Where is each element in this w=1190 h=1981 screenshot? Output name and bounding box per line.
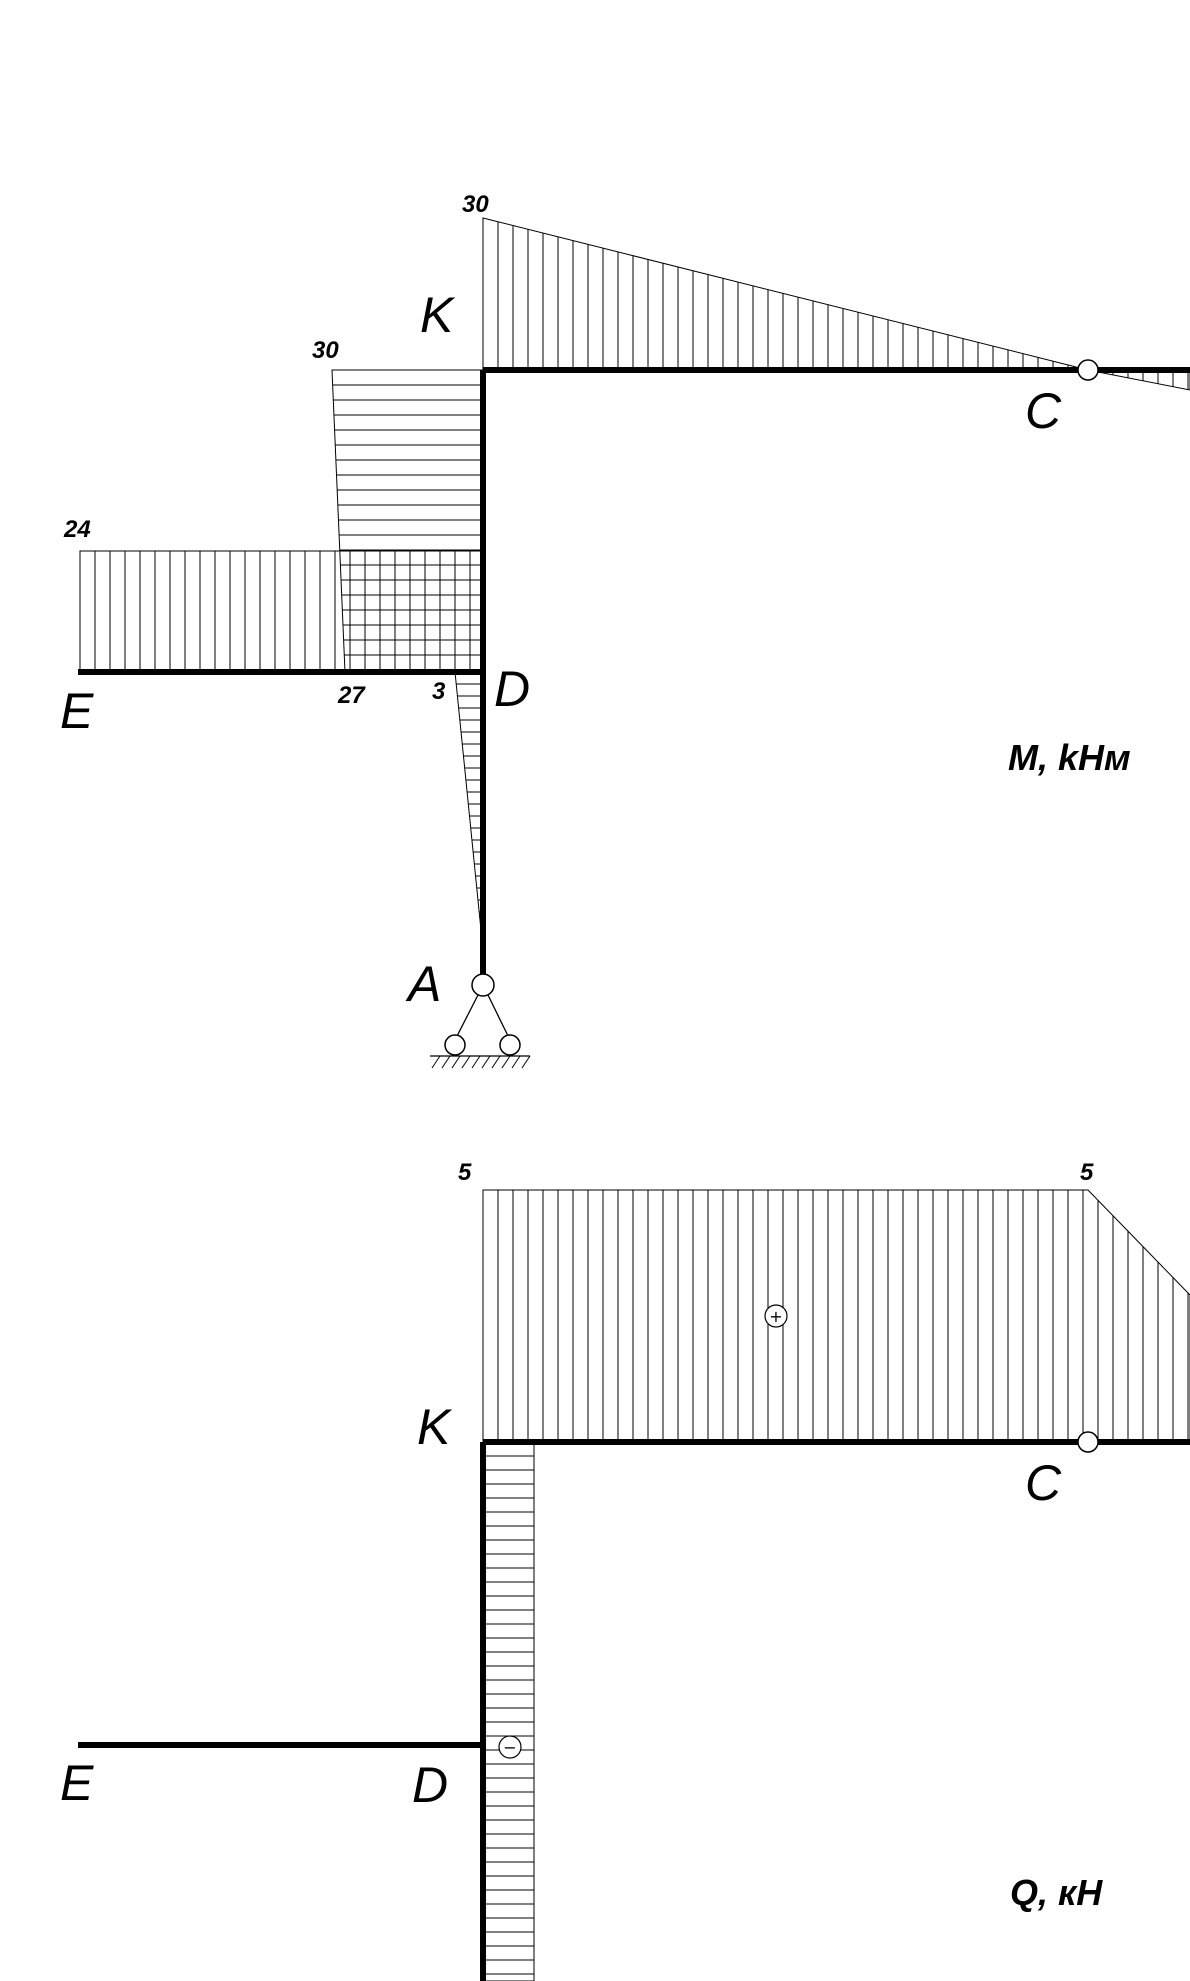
shear-fill-beam-kc	[482, 1189, 1190, 1443]
shear-value-k-top: 5	[458, 1159, 472, 1186]
hinge-c-shear-icon	[1077, 1431, 1099, 1453]
shear-sign-plus: +	[769, 1307, 782, 1326]
moment-fill-column-kd	[331, 369, 484, 673]
shear-node-label-c: C	[1025, 1455, 1062, 1511]
moment-value-k-top: 30	[462, 191, 489, 218]
moment-fill-overhang-ed	[79, 550, 484, 673]
moment-value-e-left: 24	[63, 516, 91, 543]
node-label-k: K	[420, 287, 456, 343]
moment-fill-beam-kc	[482, 217, 1190, 391]
shear-value-c-top: 5	[1080, 1159, 1094, 1186]
node-label-d: D	[494, 661, 530, 717]
shear-node-label-k: K	[417, 1399, 453, 1455]
shear-node-label-d: D	[412, 1757, 448, 1813]
moment-fill-column-da	[454, 671, 484, 951]
minus-sign-icon: −	[498, 1735, 522, 1759]
shear-fill-column	[482, 1441, 535, 1981]
hinge-c-icon	[1077, 359, 1099, 381]
moment-value-d-left: 27	[337, 682, 366, 709]
shear-sign-minus: −	[503, 1738, 516, 1757]
shear-unit-label: Q, кН	[1010, 1872, 1103, 1913]
moment-value-k-left: 30	[312, 337, 339, 364]
moment-unit-label: M, kHм	[1008, 737, 1131, 778]
pinned-support-icon	[430, 973, 531, 1069]
node-label-a: A	[405, 956, 441, 1012]
node-label-c: C	[1025, 383, 1062, 439]
plus-sign-icon: +	[764, 1304, 788, 1328]
shear-diagram: + − K C E D 5 5 Q, кН	[60, 1159, 1190, 1981]
node-label-e: E	[60, 683, 94, 739]
moment-value-d-bottom: 3	[432, 678, 446, 705]
moment-diagram: K C E D A 30 30 24 27 3 M, kHм	[60, 191, 1190, 1069]
shear-node-label-e: E	[60, 1755, 94, 1811]
